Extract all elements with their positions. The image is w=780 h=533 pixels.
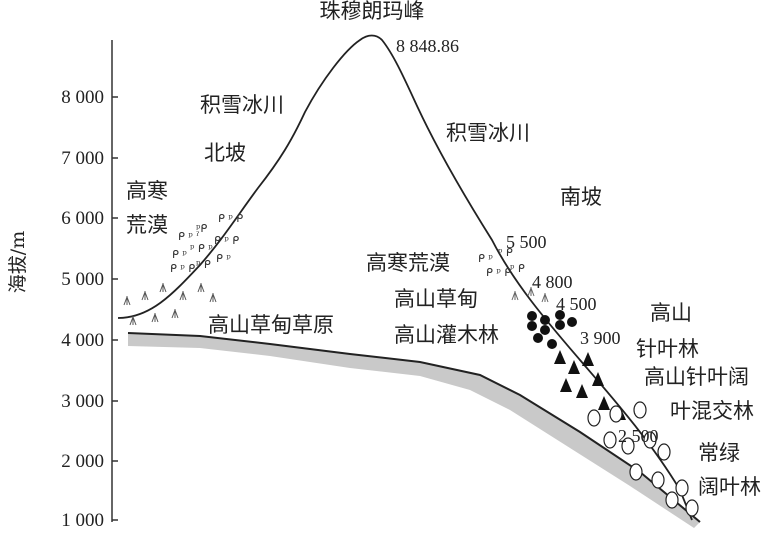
elevation-4500-label: 4 500	[556, 294, 597, 314]
y-axis: 8 000 7 000 6 000 5 000 4 000 3 000 2 00…	[7, 40, 118, 531]
evergreen-label-line1: 常绿	[698, 441, 740, 465]
evergreen-label-line2: 阔叶林	[698, 475, 761, 499]
svg-text:ᑭ ᵖ ᑭ: ᑭ ᵖ ᑭ	[170, 262, 195, 275]
south-desert-label: 高寒荒漠	[366, 251, 450, 275]
peak-name-label: 珠穆朗玛峰	[320, 0, 425, 23]
elevation-3900-label: 3 900	[580, 328, 621, 348]
north-desert-symbols: ᑭ ᵖ ˀ ᵖᑭ ᑭ ᵖ ᑭ ᑭ ᵖ ᵖ ᑭ ᵖ ᑭ ᵖ ᑭ ᑭ ᵖ ᑭ ᵖ ᑭ…	[170, 212, 243, 275]
y-tick-label-1000: 1 000	[61, 510, 104, 531]
svg-text:ᑭ ᵖ ˀ: ᑭ ᵖ ˀ	[178, 230, 199, 243]
south-grass-symbols	[511, 287, 549, 303]
conifer-label-line2: 针叶林	[636, 337, 699, 361]
y-tick-label-5000: 5 000	[61, 269, 104, 290]
elevation-5500-label: 5 500	[506, 232, 547, 252]
svg-text:ᑭ ᵖ ᑭ: ᑭ ᵖ ᑭ	[214, 234, 239, 247]
north-grass-symbols	[123, 283, 217, 326]
y-tick-label-8000: 8 000	[61, 87, 104, 108]
y-tick-label-6000: 6 000	[61, 208, 104, 229]
mountain-outline	[117, 34, 693, 521]
svg-text:ᑭ ᵖ ᑭ: ᑭ ᵖ ᑭ	[486, 266, 511, 279]
y-tick-label-2000: 2 000	[61, 451, 104, 472]
glacier-north-label: 积雪冰川	[200, 93, 284, 117]
svg-text:ᑭ ᵖ: ᑭ ᵖ	[216, 252, 231, 265]
north-slope-label: 北坡	[204, 141, 246, 165]
svg-text:ᵖ ᑭ: ᵖ ᑭ	[196, 258, 211, 271]
mixed-forest-label-line2: 叶混交林	[670, 399, 754, 423]
south-shrub-symbols	[527, 310, 577, 349]
ground-line	[127, 332, 701, 523]
svg-text:ᵖ ᑭ: ᵖ ᑭ	[510, 262, 525, 275]
elevation-2500-label: 2 500	[618, 426, 659, 446]
svg-text:ᑭ ᵖ: ᑭ ᵖ	[478, 252, 493, 265]
elevation-4800-label: 4 800	[532, 272, 573, 292]
peak-elevation-label: 8 848.86	[396, 36, 459, 56]
south-meadow-label: 高山草甸	[394, 287, 478, 311]
south-broadleaf-symbols	[587, 401, 699, 517]
conifer-label-line1: 高山	[650, 301, 692, 325]
north-desert-label-line2: 荒漠	[126, 213, 168, 237]
svg-text:ᵖ ᑭ: ᵖ ᑭ	[498, 246, 513, 259]
y-tick-label-3000: 3 000	[61, 391, 104, 412]
north-desert-label-line1: 高寒	[126, 179, 168, 203]
north-meadow-label: 高山草甸草原	[208, 313, 334, 337]
y-tick-label-7000: 7 000	[61, 148, 104, 169]
south-shrub-label: 高山灌木林	[394, 323, 499, 347]
glacier-south-label: 积雪冰川	[446, 121, 530, 145]
mixed-forest-label-line1: 高山针叶阔	[644, 365, 749, 389]
y-tick-label-4000: 4 000	[61, 330, 104, 351]
ground-band	[128, 333, 700, 528]
svg-text:ᑭ ᵖ ᑭ: ᑭ ᵖ ᑭ	[218, 212, 243, 225]
svg-text:ᵖ ᑭ ᵖ: ᵖ ᑭ ᵖ	[190, 242, 213, 255]
south-desert-symbols: ᑭ ᵖ ᵖ ᑭ ᑭ ᵖ ᑭ ᵖ ᑭ	[478, 246, 525, 279]
y-axis-label: 海拔/m	[7, 231, 29, 293]
svg-text:ᑭ ᵖ: ᑭ ᵖ	[172, 248, 187, 261]
south-slope-label: 南坡	[560, 185, 602, 209]
svg-text:ᵖᑭ: ᵖᑭ	[196, 222, 207, 235]
